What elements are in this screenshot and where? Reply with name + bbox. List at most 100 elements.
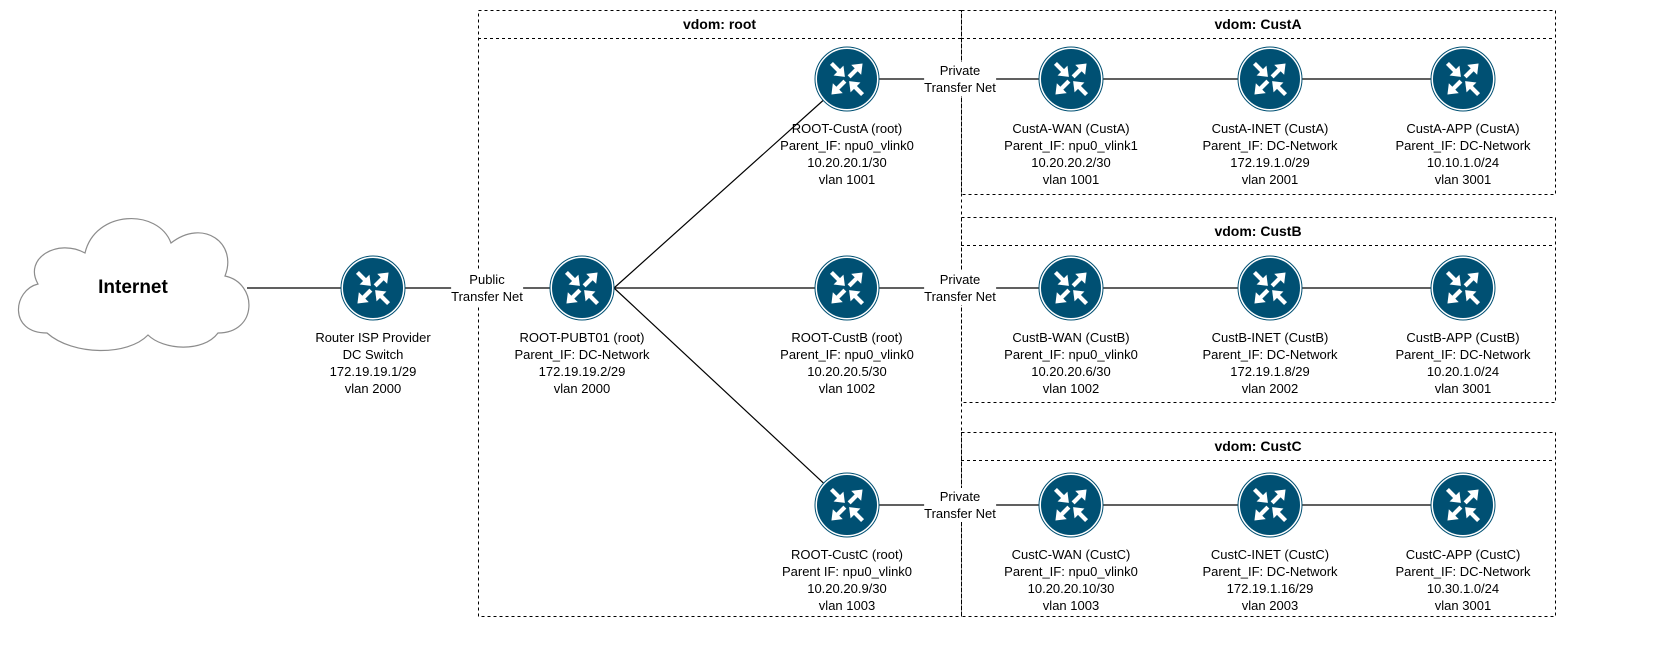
router-label-line: vlan 1003 — [1042, 598, 1100, 613]
router-label-line: Parent_IF: npu0_vlink0 — [1004, 347, 1138, 362]
router-pubt01-label: ROOT-PUBT01 (root) Parent_IF: DC-Network 1… — [514, 329, 649, 397]
router-isp-icon — [340, 255, 406, 321]
router-label-line: vlan 3001 — [1434, 598, 1492, 613]
router-label-line: 172.19.1.0/29 — [1230, 155, 1310, 170]
link-pubt01-root-custa — [613, 99, 824, 289]
router-custa-inet-label: CustA-INET (CustA) Parent_IF: DC-Network 1… — [1202, 120, 1337, 188]
vdom-custa-frame — [961, 10, 1556, 195]
router-label-line: vlan 2000 — [344, 381, 402, 396]
router-label-line: Parent_IF: DC-Network — [1202, 138, 1338, 153]
vdom-custb-frame — [961, 217, 1556, 403]
router-custb-app-icon — [1430, 255, 1496, 321]
router-label-line: CustA-WAN (CustA) — [1012, 121, 1130, 136]
router-label-line: 10.20.20.6/30 — [1031, 364, 1111, 379]
vdom-root-title: vdom: root — [682, 16, 757, 32]
router-custb-app-label: CustB-APP (CustB) Parent_IF: DC-Network 10… — [1395, 329, 1530, 397]
router-label-line: Parent_IF: npu0_vlink0 — [780, 347, 914, 362]
router-label-line: CustC-INET (CustC) — [1210, 547, 1330, 562]
router-label-line: ROOT-PUBT01 (root) — [519, 330, 645, 345]
router-label-line: CustC-APP (CustC) — [1405, 547, 1521, 562]
router-label-line: Parent_IF: npu0_vlink1 — [1004, 138, 1138, 153]
router-label-line: CustB-APP (CustB) — [1406, 330, 1520, 345]
router-custa-wan-icon — [1038, 46, 1104, 112]
router-label-line: 10.20.20.5/30 — [807, 364, 887, 379]
router-label-line: Parent_IF: DC-Network — [1395, 564, 1531, 579]
vdom-custc-title: vdom: CustC — [1214, 438, 1302, 454]
router-label-line: vlan 2001 — [1241, 172, 1299, 187]
router-custa-wan-label: CustA-WAN (CustA) Parent_IF: npu0_vlink1 1… — [1004, 120, 1138, 188]
vdom-custb-title: vdom: CustB — [1214, 223, 1302, 239]
router-label-line: vlan 1003 — [818, 598, 876, 613]
router-label-line: CustB-WAN (CustB) — [1012, 330, 1130, 345]
router-label-line: vlan 1002 — [1042, 381, 1100, 396]
router-label-line: Parent_IF: DC-Network — [1202, 347, 1338, 362]
router-label-line: vlan 2002 — [1241, 381, 1299, 396]
router-custc-inet-icon — [1237, 472, 1303, 538]
router-pubt01-icon — [549, 255, 615, 321]
router-label-line: CustC-WAN (CustC) — [1011, 547, 1131, 562]
edge-label-line: Private — [939, 272, 981, 287]
router-label-line: 10.30.1.0/24 — [1426, 581, 1500, 596]
router-custa-app-icon — [1430, 46, 1496, 112]
router-custc-inet-label: CustC-INET (CustC) Parent_IF: DC-Network 1… — [1202, 546, 1337, 614]
router-label-line: vlan 1001 — [818, 172, 876, 187]
vdom-custa-title: vdom: CustA — [1214, 16, 1302, 32]
router-label-line: Parent_IF: DC-Network — [1395, 347, 1531, 362]
router-root-custb-icon — [814, 255, 880, 321]
router-label-line: 172.19.1.16/29 — [1226, 581, 1314, 596]
router-label-line: 172.19.1.8/29 — [1230, 364, 1310, 379]
router-custb-wan-label: CustB-WAN (CustB) Parent_IF: npu0_vlink0 1… — [1004, 329, 1138, 397]
edge-label-line: Transfer Net — [924, 80, 996, 95]
router-custb-wan-icon — [1038, 255, 1104, 321]
router-custb-inet-icon — [1237, 255, 1303, 321]
router-label-line: ROOT-CustA (root) — [791, 121, 903, 136]
router-root-custa-icon — [814, 46, 880, 112]
router-label-line: 10.20.1.0/24 — [1426, 364, 1500, 379]
router-label-line: Parent_IF: DC-Network — [1395, 138, 1531, 153]
vdom-root-frame — [478, 10, 962, 617]
router-custc-app-icon — [1430, 472, 1496, 538]
router-custc-wan-icon — [1038, 472, 1104, 538]
router-label-line: ROOT-CustC (root) — [791, 547, 903, 562]
edge-label-line: Transfer Net — [451, 289, 523, 304]
edge-label-line: Transfer Net — [924, 506, 996, 521]
edge-label-line: Private — [939, 63, 981, 78]
router-custc-app-label: CustC-APP (CustC) Parent_IF: DC-Network 10… — [1395, 546, 1530, 614]
router-label-line: vlan 3001 — [1434, 381, 1492, 396]
router-label-line: 10.20.20.1/30 — [807, 155, 887, 170]
router-label-line: vlan 1002 — [818, 381, 876, 396]
router-label-line: Parent_IF: DC-Network — [514, 347, 650, 362]
router-label-line: Router ISP Provider — [315, 330, 431, 345]
edge-label-line: Public — [469, 272, 505, 287]
router-label-line: 10.20.20.9/30 — [807, 581, 887, 596]
router-root-custc-icon — [814, 472, 880, 538]
router-label-line: vlan 2000 — [553, 381, 611, 396]
router-label-line: vlan 1001 — [1042, 172, 1100, 187]
edge-label-line: Transfer Net — [924, 289, 996, 304]
router-root-custc-label: ROOT-CustC (root) Parent IF: npu0_vlink0 1… — [782, 546, 912, 614]
router-label-line: 172.19.19.2/29 — [538, 364, 626, 379]
router-label-line: 10.10.1.0/24 — [1426, 155, 1500, 170]
router-label-line: vlan 2003 — [1241, 598, 1299, 613]
internet-label: Internet — [98, 277, 168, 298]
router-label-line: Parent IF: npu0_vlink0 — [781, 564, 913, 579]
internet-cloud-icon — [17, 217, 250, 352]
vdom-custc-frame — [961, 432, 1556, 617]
router-label-line: vlan 3001 — [1434, 172, 1492, 187]
router-label-line: 10.20.20.2/30 — [1031, 155, 1111, 170]
router-label-line: Parent_IF: npu0_vlink0 — [780, 138, 914, 153]
router-label-line: DC Switch — [342, 347, 404, 362]
router-label-line: CustA-INET (CustA) — [1211, 121, 1329, 136]
router-label-line: Parent_IF: DC-Network — [1202, 564, 1338, 579]
router-label-line: Parent_IF: npu0_vlink0 — [1004, 564, 1138, 579]
